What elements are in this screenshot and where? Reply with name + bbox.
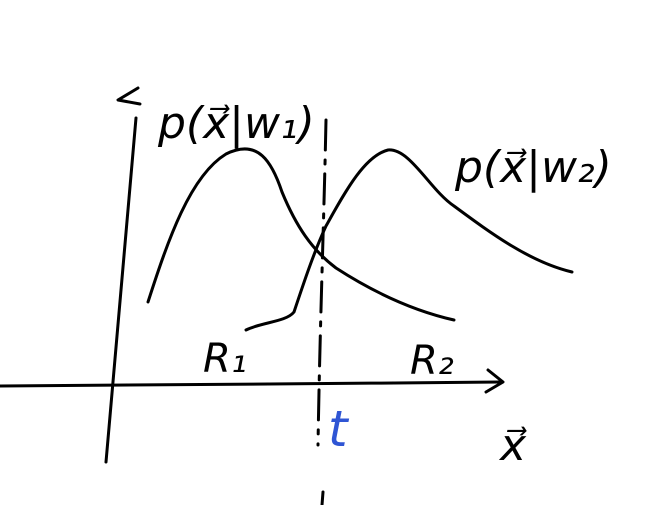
density-1-label: p(x⃗|w₁) [157, 98, 315, 149]
x-axis-label: x⃗ [498, 420, 527, 471]
y-axis [104, 86, 142, 464]
x-axis-arrowhead [484, 368, 505, 394]
region-1-label: R₁ [203, 336, 247, 382]
threshold-label: t [328, 400, 350, 458]
y-axis-line [104, 116, 138, 464]
x-axis-line [0, 380, 502, 388]
density-2-label: p(x⃗|w₂) [454, 142, 612, 193]
density-curve-1 [146, 147, 456, 322]
x-axis [0, 368, 505, 394]
decision-threshold-tail [320, 490, 325, 505]
decision-threshold-line [316, 118, 328, 447]
y-axis-arrowhead [116, 86, 142, 106]
region-2-label: R₂ [410, 338, 454, 384]
density-curve-2 [244, 148, 574, 332]
